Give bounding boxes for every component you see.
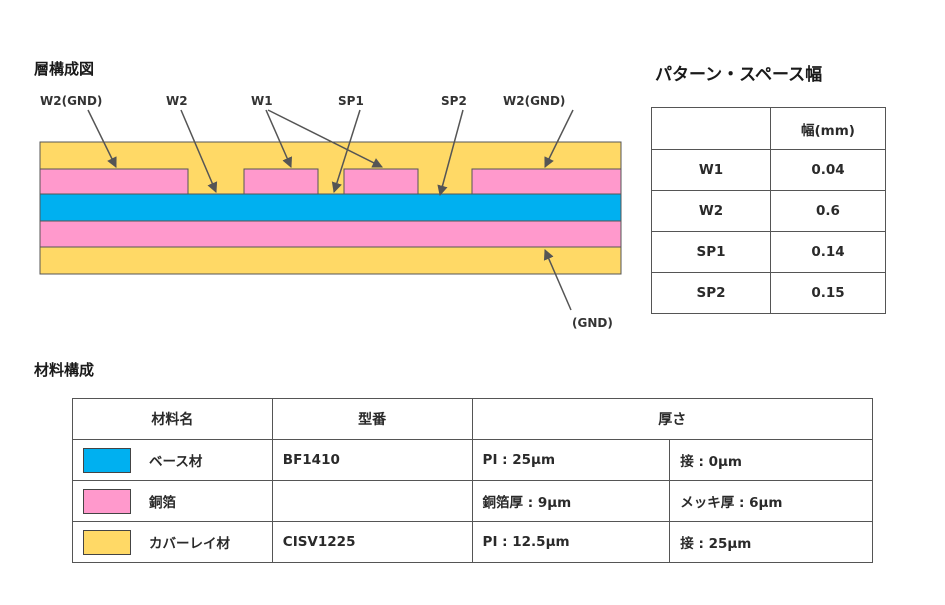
pattern-width: 0.04	[770, 149, 886, 191]
table-row: SP2 0.15	[651, 272, 886, 314]
trace-w2-gnd-right	[471, 168, 622, 195]
material-model: CISV1225	[271, 521, 473, 563]
material-table: 材料名 型番 厚さ ベース材 BF1410 PI : 25μm 接 : 0μm …	[72, 398, 874, 563]
label-w2-gnd-left: W2(GND)	[40, 94, 102, 108]
swatch-coverlay	[83, 529, 131, 555]
arrow-gnd-bottom	[543, 249, 572, 311]
pattern-width: 0.15	[770, 272, 886, 314]
header-material-name: 材料名	[72, 398, 273, 440]
label-w1: W1	[251, 94, 273, 108]
label-w2-gnd-right: W2(GND)	[503, 94, 565, 108]
pattern-width-table: 幅(mm) W1 0.04 W2 0.6 SP1 0.14 SP2 0.15	[651, 107, 886, 314]
arrow-w1-b	[267, 109, 383, 168]
arrow-w1-a	[265, 109, 293, 168]
material-thickness-2: 接 : 25μm	[669, 521, 873, 563]
swatch-copper	[83, 488, 131, 514]
material-name-cell: ベース材	[72, 439, 273, 481]
material-thickness-1: PI : 25μm	[471, 439, 671, 481]
header-thickness: 厚さ	[471, 398, 874, 440]
arrow-sp2	[437, 109, 464, 197]
pattern-name: W2	[651, 190, 771, 232]
material-thickness-1: PI : 12.5μm	[471, 521, 671, 563]
trace-w2-gnd-left	[39, 168, 189, 195]
arrow-w2	[180, 109, 218, 193]
swatch-base	[83, 447, 131, 473]
header-blank	[651, 107, 771, 150]
material-name-cell: カバーレイ材	[72, 521, 273, 563]
label-w2: W2	[166, 94, 188, 108]
stack-heading: 層構成図	[34, 60, 95, 78]
material-name: 銅箔	[149, 495, 176, 511]
material-thickness-1: 銅箔厚 : 9μm	[471, 480, 671, 522]
pattern-name: SP1	[651, 231, 771, 273]
table-header-row: 材料名 型番 厚さ	[72, 398, 874, 440]
table-row: ベース材 BF1410 PI : 25μm 接 : 0μm	[72, 439, 873, 481]
material-name-cell: 銅箔	[72, 480, 273, 522]
label-sp2: SP2	[441, 94, 467, 108]
pattern-width: 0.6	[770, 190, 886, 232]
pattern-heading: パターン・スペース幅	[655, 65, 823, 85]
label-gnd-bottom: (GND)	[572, 316, 613, 330]
trace-w1-b	[343, 168, 419, 195]
header-model-number: 型番	[271, 398, 473, 440]
trace-w1-a	[243, 168, 319, 195]
pattern-name: W1	[651, 149, 771, 191]
arrow-sp1	[331, 109, 361, 194]
material-name: カバーレイ材	[149, 536, 230, 552]
materials-heading: 材料構成	[34, 361, 95, 379]
table-row: W1 0.04	[651, 149, 886, 191]
label-sp1: SP1	[338, 94, 364, 108]
material-thickness-2: メッキ厚 : 6μm	[669, 480, 873, 522]
table-row: SP1 0.14	[651, 231, 886, 273]
material-model	[271, 480, 473, 522]
base-layer	[39, 193, 622, 222]
pattern-name: SP2	[651, 272, 771, 314]
material-model: BF1410	[271, 439, 473, 481]
material-thickness-2: 接 : 0μm	[669, 439, 873, 481]
header-width-mm: 幅(mm)	[770, 107, 886, 150]
material-name: ベース材	[149, 454, 203, 470]
table-row: W2 0.6	[651, 190, 886, 232]
arrow-w2-gnd-left	[87, 109, 117, 168]
pattern-width: 0.14	[770, 231, 886, 273]
copper-bottom-layer	[39, 220, 622, 248]
table-row: カバーレイ材 CISV1225 PI : 12.5μm 接 : 25μm	[72, 521, 873, 563]
coverlay-bottom-layer	[39, 246, 622, 275]
table-row: 銅箔 銅箔厚 : 9μm メッキ厚 : 6μm	[72, 480, 873, 522]
arrow-w2-gnd-right	[544, 109, 574, 168]
table-header-row: 幅(mm)	[651, 107, 886, 150]
